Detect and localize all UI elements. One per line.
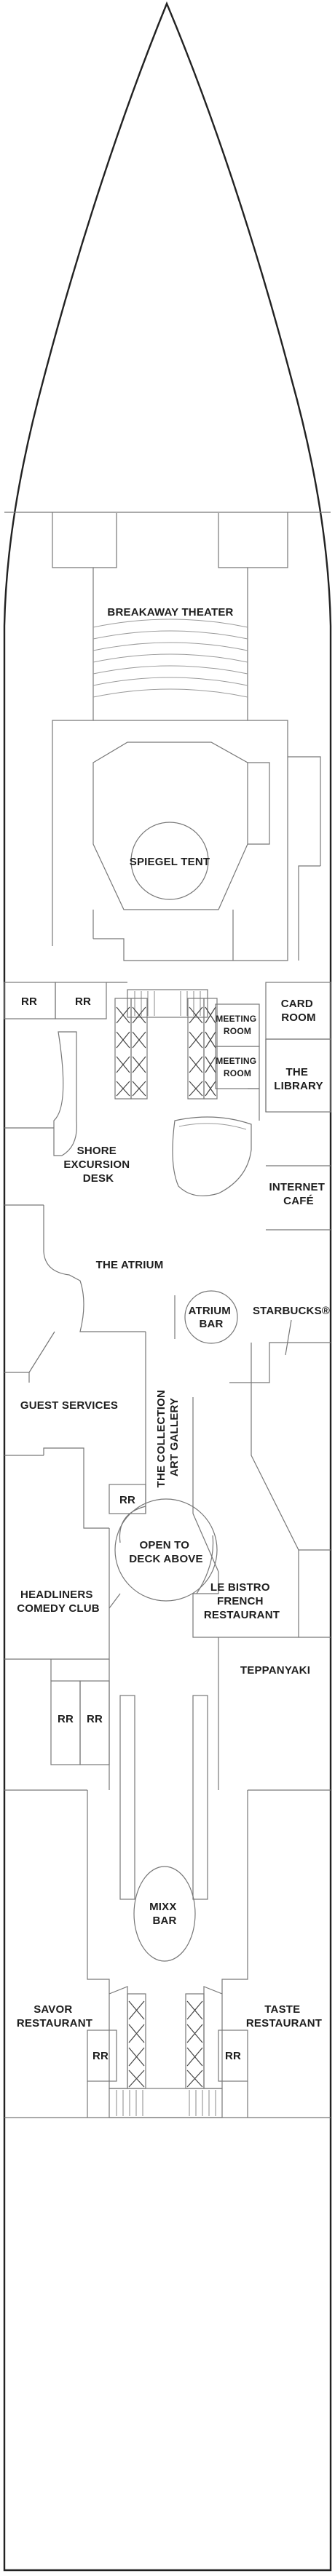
shore-excursion-desk-walls — [4, 1031, 77, 1206]
mixx-bar-area — [119, 1695, 208, 1962]
label-card-room[interactable]: CARD ROOM — [281, 998, 317, 1024]
label-rr-6[interactable]: RR — [92, 2050, 109, 2062]
atrium-walls — [4, 1205, 176, 1529]
label-rr-1[interactable]: RR — [21, 995, 37, 1008]
starbucks-walls — [192, 1342, 331, 1619]
label-rr-4[interactable]: RR — [58, 1713, 74, 1725]
label-teppanyaki[interactable]: TEPPANYAKI — [240, 1664, 310, 1677]
label-spiegel-tent[interactable]: SPIEGEL TENT — [130, 856, 210, 868]
label-rr-7[interactable]: RR — [225, 2050, 241, 2062]
restrooms-fore — [4, 982, 127, 1019]
label-open-to-deck-above[interactable]: OPEN TO DECK ABOVE — [129, 1539, 202, 1565]
label-meeting-room-2[interactable]: MEETING ROOM — [216, 1056, 259, 1078]
label-rr-3[interactable]: RR — [119, 1494, 135, 1506]
label-the-collection-art-gallery[interactable]: THE COLLECTION ART GALLERY — [155, 1387, 181, 1488]
label-savor-restaurant[interactable]: SAVOR RESTAURANT — [17, 2003, 92, 2030]
label-the-atrium[interactable]: THE ATRIUM — [96, 1259, 164, 1271]
starbucks-pointer — [285, 1319, 292, 1356]
label-the-library[interactable]: THE LIBRARY — [274, 1066, 323, 1092]
label-mixx-bar[interactable]: MIXX BAR — [149, 1901, 180, 1927]
label-starbucks[interactable]: STARBUCKS® — [253, 1305, 330, 1317]
aft-stairs — [109, 2088, 223, 2118]
label-le-bistro-french-restaurant[interactable]: LE BISTRO FRENCH RESTAURANT — [204, 1581, 280, 1621]
label-atrium-bar[interactable]: ATRIUM BAR — [189, 1305, 234, 1330]
label-guest-services[interactable]: GUEST SERVICES — [20, 1399, 118, 1412]
label-breakaway-theater[interactable]: BREAKAWAY THEATER — [107, 606, 233, 619]
atrium-bar-outline — [184, 1290, 238, 1344]
ship-hull — [3, 1, 332, 2572]
label-internet-cafe[interactable]: INTERNET CAFÉ — [269, 1181, 328, 1207]
label-shore-excursion-desk[interactable]: SHORE EXCURSION DESK — [63, 1145, 133, 1185]
label-taste-restaurant[interactable]: TASTE RESTAURANT — [246, 2003, 322, 2030]
fore-stairs — [127, 989, 208, 1018]
spiegel-tent-walls — [92, 742, 321, 961]
label-rr-5[interactable]: RR — [87, 1713, 103, 1725]
label-meeting-room-1[interactable]: MEETING ROOM — [216, 1014, 259, 1036]
label-rr-2[interactable]: RR — [75, 995, 91, 1008]
label-headliners-comedy-club[interactable]: HEADLINERS COMEDY CLUB — [17, 1589, 100, 1615]
theater-seating — [92, 619, 248, 698]
fore-elevators — [114, 998, 218, 1100]
starboard-fore-rooms — [215, 982, 331, 1121]
restrooms-mid — [4, 1659, 331, 1877]
atrium-shapes — [172, 1116, 331, 1231]
theater-walls — [52, 512, 288, 946]
atrium-void — [114, 1498, 219, 1602]
